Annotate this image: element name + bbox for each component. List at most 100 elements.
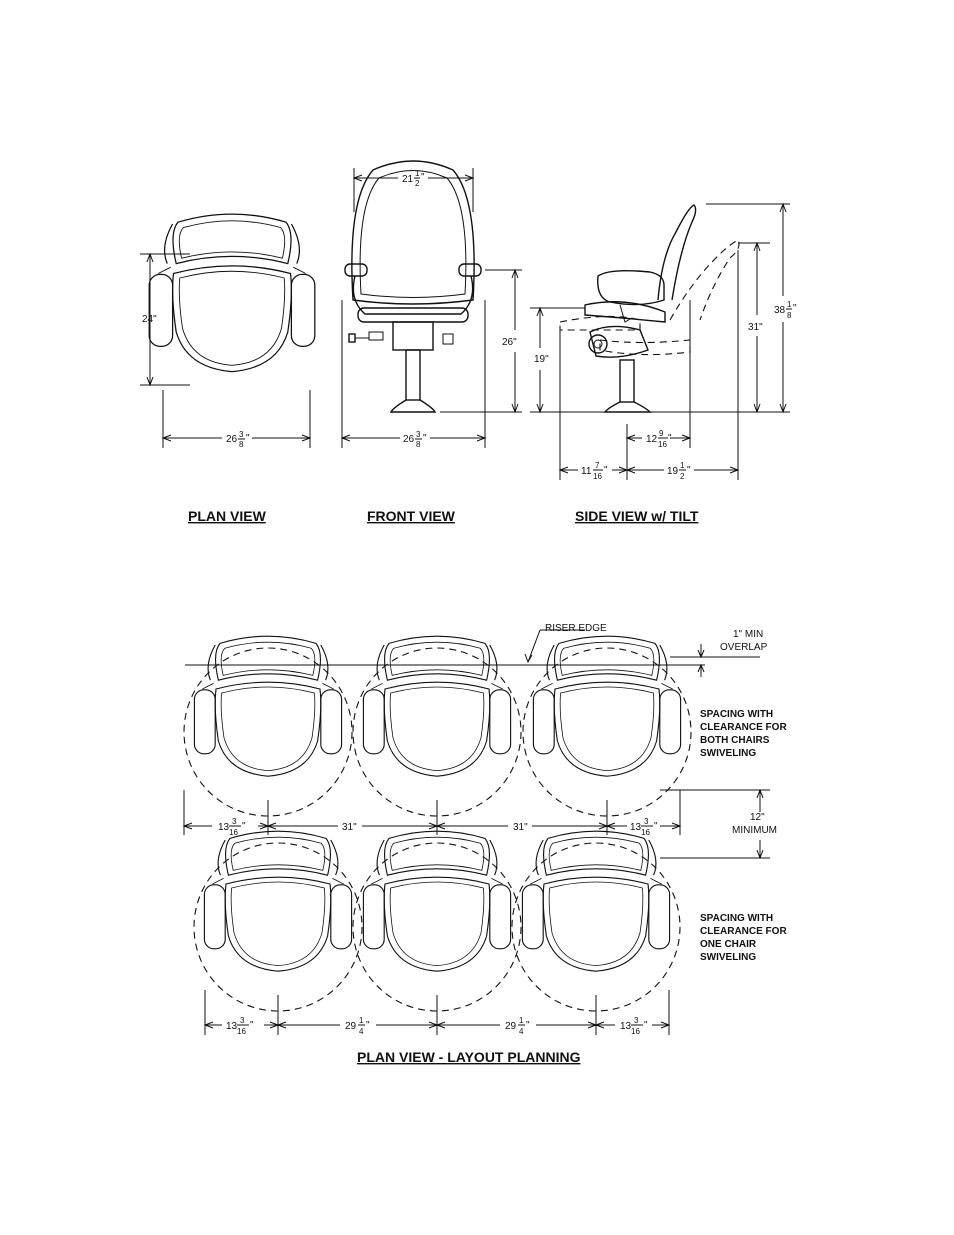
chair-plan	[203, 830, 353, 972]
svg-text:": "	[668, 433, 672, 444]
svg-text:3: 3	[644, 817, 649, 826]
front-base-dim: 26 3 8 "	[403, 430, 427, 449]
svg-text:21: 21	[402, 174, 414, 185]
front-top-dim: 21 1 2 "	[402, 169, 425, 188]
svg-text:13: 13	[620, 1021, 632, 1032]
plan-view-drawing	[140, 213, 316, 448]
svg-text:9: 9	[659, 429, 664, 438]
note-both-3: BOTH CHAIRS	[700, 735, 770, 746]
side-seat-height-dim: 19"	[534, 354, 549, 365]
side-tilt-height-dim: 31"	[748, 322, 763, 333]
side-c-dim: 19 1 2 "	[667, 461, 691, 481]
chair-plan	[521, 830, 671, 972]
svg-text:3: 3	[232, 817, 237, 826]
note-one-2: CLEARANCE FOR	[700, 926, 787, 937]
svg-text:16: 16	[229, 828, 238, 837]
plan-width-dim: 26 3 8 "	[226, 430, 250, 449]
svg-text:4: 4	[359, 1027, 364, 1036]
row2-mid-dim-2: 29 1 4 "	[505, 1016, 530, 1036]
title-plan-view: PLAN VIEW	[188, 508, 267, 524]
row2-end-dim-right: 13 3 16 "	[620, 1016, 648, 1036]
svg-text:16: 16	[237, 1027, 246, 1036]
svg-text:": "	[421, 172, 425, 183]
svg-text:16: 16	[593, 472, 602, 481]
svg-text:3: 3	[240, 1016, 245, 1025]
svg-text:8: 8	[416, 440, 421, 449]
row1-end-dim-right: 13 3 16 "	[630, 817, 658, 837]
swivel-circle	[522, 647, 692, 817]
note-one-1: SPACING WITH	[700, 913, 773, 924]
chair-plan	[362, 830, 512, 972]
svg-text:": "	[242, 821, 246, 832]
note-both-2: CLEARANCE FOR	[700, 722, 787, 733]
minimum-label-2: MINIMUM	[732, 825, 777, 836]
row1-mid-dim-1: 31"	[342, 822, 357, 833]
note-one-3: ONE CHAIR	[700, 939, 757, 950]
note-both-1: SPACING WITH	[700, 709, 773, 720]
svg-text:11: 11	[581, 466, 592, 477]
svg-text:19: 19	[667, 466, 679, 477]
layout-row-1	[182, 629, 770, 860]
svg-text:1: 1	[519, 1016, 524, 1025]
swivel-circle	[352, 842, 522, 1012]
riser-edge-label: RISER EDGE	[545, 623, 607, 634]
svg-text:29: 29	[505, 1021, 517, 1032]
svg-text:": "	[644, 1020, 648, 1031]
front-view-drawing	[340, 160, 522, 448]
svg-text:16: 16	[658, 440, 667, 449]
svg-text:": "	[526, 1020, 530, 1031]
svg-text:1: 1	[415, 169, 420, 178]
svg-text:8: 8	[787, 311, 792, 320]
row1-end-dim-left: 13 3 16 "	[218, 817, 246, 837]
svg-text:29: 29	[345, 1021, 357, 1032]
chair-plan	[362, 635, 512, 777]
row1-mid-dim-2: 31"	[513, 822, 528, 833]
svg-text:26: 26	[226, 434, 238, 445]
side-b-dim: 11 7 16 "	[581, 461, 608, 481]
svg-text:16: 16	[631, 1027, 640, 1036]
row2-end-dim-left: 13 3 16 "	[226, 1016, 254, 1036]
swivel-circle	[183, 647, 353, 817]
note-one-4: SWIVELING	[700, 952, 756, 963]
svg-text:2: 2	[680, 472, 685, 481]
title-side-view: SIDE VIEW w/ TILT	[575, 508, 699, 524]
plan-depth-dim: 24"	[142, 314, 157, 325]
swivel-circle	[352, 647, 522, 817]
title-front-view: FRONT VIEW	[367, 508, 456, 524]
svg-text:4: 4	[519, 1027, 524, 1036]
overlap-label-2: OVERLAP	[720, 642, 768, 653]
svg-text:38: 38	[774, 305, 786, 316]
overlap-label-1: 1" MIN	[733, 629, 763, 640]
chair-plan	[193, 635, 343, 777]
note-both-4: SWIVELING	[700, 748, 756, 759]
svg-text:3: 3	[416, 430, 421, 439]
side-a-dim: 12 9 16 "	[646, 429, 672, 449]
minimum-label-1: 12"	[750, 812, 765, 823]
svg-text:": "	[654, 821, 658, 832]
svg-text:16: 16	[641, 828, 650, 837]
svg-text:": "	[250, 1020, 254, 1031]
side-total-height-dim: 38 1 8 "	[774, 300, 797, 320]
swivel-circle	[193, 842, 363, 1012]
title-layout-planning: PLAN VIEW - LAYOUT PLANNING	[357, 1049, 581, 1065]
svg-text:13: 13	[226, 1021, 238, 1032]
svg-text:8: 8	[239, 440, 244, 449]
layout-row-2	[193, 830, 681, 1035]
svg-text:3: 3	[634, 1016, 639, 1025]
svg-text:1: 1	[359, 1016, 364, 1025]
front-height-dim: 26"	[502, 337, 517, 348]
svg-text:": "	[604, 465, 608, 476]
svg-text:": "	[246, 433, 250, 444]
svg-text:1: 1	[680, 461, 685, 470]
svg-text:26: 26	[403, 434, 415, 445]
svg-text:13: 13	[630, 822, 642, 833]
svg-text:7: 7	[595, 461, 600, 470]
svg-text:12: 12	[646, 434, 658, 445]
svg-text:": "	[687, 465, 691, 476]
svg-text:2: 2	[415, 179, 420, 188]
row2-mid-dim-1: 29 1 4 "	[345, 1016, 370, 1036]
side-view-drawing	[530, 202, 790, 480]
svg-text:13: 13	[218, 822, 230, 833]
svg-text:1: 1	[787, 300, 792, 309]
